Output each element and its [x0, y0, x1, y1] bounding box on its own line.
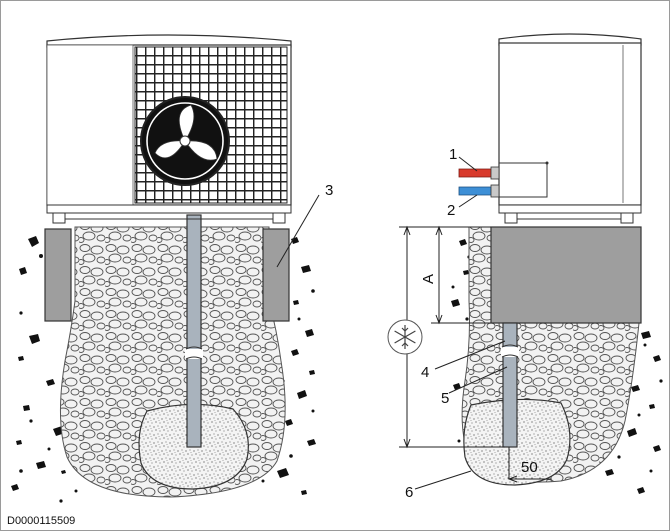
callout-2: 2: [447, 202, 455, 219]
heat-pump-front: [46, 34, 292, 224]
dimension-50-label: 50: [521, 459, 538, 476]
document-id: D0000115509: [7, 515, 75, 527]
drain-pipe-front: [185, 214, 203, 448]
callout-4: 4: [421, 364, 429, 381]
return-pipe: [458, 184, 500, 198]
callout-3: 3: [325, 182, 333, 199]
side-view: 1 2 A 50: [387, 33, 663, 501]
soil-stones-left: [11, 236, 316, 503]
heat-pump-side: [498, 33, 642, 224]
concrete-block-right: [262, 228, 290, 322]
drain-pipe-side: [501, 322, 519, 448]
callout-5: 5: [441, 390, 449, 407]
concrete-block-side: [490, 226, 642, 324]
front-view: 3: [11, 34, 333, 503]
dimension-a-label: A: [420, 274, 437, 284]
callout-1: 1: [449, 146, 457, 163]
snowflake-icon: [387, 319, 423, 355]
supply-pipe: [458, 166, 500, 180]
concrete-block-left: [44, 228, 72, 322]
soil-stones-right: [451, 239, 663, 494]
callout-6: 6: [405, 484, 413, 501]
